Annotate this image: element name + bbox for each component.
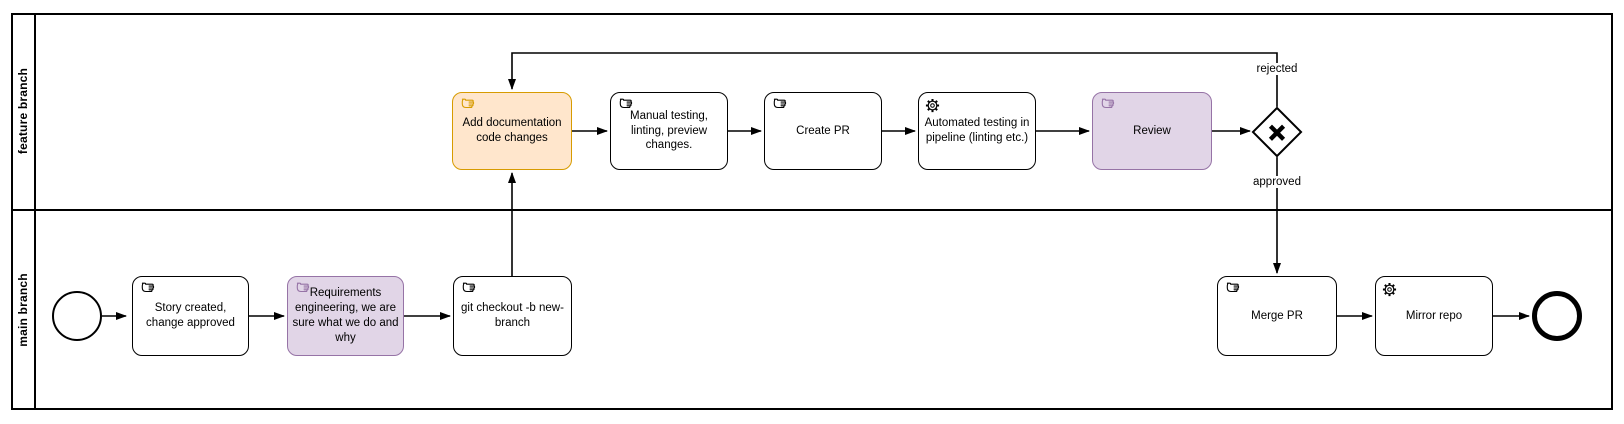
task-label: git checkout -b new-branch xyxy=(461,302,564,329)
task-story-created[interactable]: Story created, change approved xyxy=(132,276,249,356)
manual-task-hand-icon xyxy=(619,98,633,109)
service-task-gear-icon xyxy=(925,98,940,113)
flow-label-approved: approved xyxy=(1250,176,1304,188)
service-task-gear-icon xyxy=(1382,282,1397,297)
lane-label-separator xyxy=(34,13,36,410)
lane-label-feature-branch: feature branch xyxy=(16,67,30,155)
manual-task-hand-icon xyxy=(461,98,475,109)
task-label: Merge PR xyxy=(1251,309,1303,322)
manual-task-hand-icon xyxy=(462,282,476,293)
pool-border xyxy=(11,13,1613,410)
task-automated-testing[interactable]: Automated testing in pipeline (linting e… xyxy=(918,92,1036,170)
manual-task-hand-icon xyxy=(1226,282,1240,293)
flow-label-rejected: rejected xyxy=(1253,63,1301,75)
end-event[interactable] xyxy=(1532,291,1582,341)
lane-label-main-branch: main branch xyxy=(16,273,30,347)
lane-divider xyxy=(11,209,1613,211)
task-label: Mirror repo xyxy=(1405,309,1463,322)
task-label: Story created, change approved xyxy=(146,302,235,329)
manual-task-hand-icon xyxy=(296,282,310,293)
manual-task-hand-icon xyxy=(773,98,787,109)
manual-task-hand-icon xyxy=(1101,98,1115,109)
task-label: Manual testing, linting, preview changes… xyxy=(630,109,708,152)
exclusive-gateway[interactable] xyxy=(1251,106,1303,158)
task-label: Requirements engineering, we are sure wh… xyxy=(292,287,399,344)
task-label: Automated testing in pipeline (linting e… xyxy=(924,117,1030,144)
task-manual-testing[interactable]: Manual testing, linting, preview changes… xyxy=(610,92,728,170)
task-label: Add documentation code changes xyxy=(462,117,562,144)
gateway-x-mark-icon xyxy=(1268,123,1286,141)
task-requirements-engineering[interactable]: Requirements engineering, we are sure wh… xyxy=(287,276,404,356)
task-label: Create PR xyxy=(796,124,850,137)
task-git-checkout[interactable]: git checkout -b new-branch xyxy=(453,276,572,356)
task-label: Review xyxy=(1133,124,1171,137)
start-event[interactable] xyxy=(52,291,102,341)
task-mirror-repo[interactable]: Mirror repo xyxy=(1375,276,1493,356)
task-review[interactable]: Review xyxy=(1092,92,1212,170)
task-create-pr[interactable]: Create PR xyxy=(764,92,882,170)
task-add-documentation[interactable]: Add documentation code changes xyxy=(452,92,572,170)
manual-task-hand-icon xyxy=(141,282,155,293)
task-merge-pr[interactable]: Merge PR xyxy=(1217,276,1337,356)
